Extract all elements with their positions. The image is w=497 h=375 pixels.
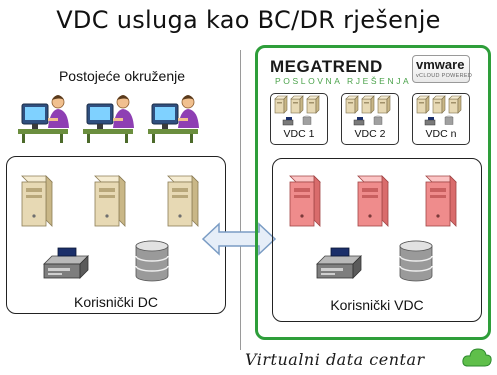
section-divider	[240, 50, 241, 350]
virtual-server-icon	[425, 175, 457, 227]
vdc-n-label: VDC n	[425, 128, 457, 140]
vdc-mini-servers	[270, 93, 482, 128]
megatrend-tagline: POSLOVNA RJEŠENJA	[275, 76, 412, 86]
database-icon	[399, 240, 433, 282]
storage-device-icon	[316, 247, 362, 279]
vmware-logo: vmware	[416, 57, 465, 72]
virtual-datacenter-caption: Virtualni data centar	[245, 350, 425, 369]
bidirectional-arrow-icon	[202, 222, 276, 256]
client-vdc-label: Korisnički VDC	[330, 297, 424, 313]
virtual-server-icon	[289, 175, 321, 227]
vdc-2-icons	[346, 96, 390, 125]
virtual-server-icon	[357, 175, 389, 227]
client-datacenter-label: Korisnički DC	[73, 294, 158, 310]
vmware-vcloud-text: vCLOUD POWERED	[416, 73, 473, 79]
vdc-n-icons	[417, 96, 461, 125]
cloud-icon	[462, 348, 492, 367]
megatrend-logo: MEGATREND	[270, 57, 383, 76]
page-title: VDC usluga kao BC/DR rješenje	[56, 6, 441, 34]
existing-environment-label: Postojeće okruženje	[58, 68, 186, 84]
vmware-badge	[412, 55, 470, 83]
client-vdc-box	[272, 158, 482, 322]
client-vdc-equipment	[289, 175, 457, 282]
vdc-1-label: VDC 1	[283, 128, 315, 140]
vdc-1-icons	[275, 96, 319, 125]
vdc-2-label: VDC 2	[354, 128, 386, 140]
virtual-datacenter-frame	[255, 45, 491, 340]
